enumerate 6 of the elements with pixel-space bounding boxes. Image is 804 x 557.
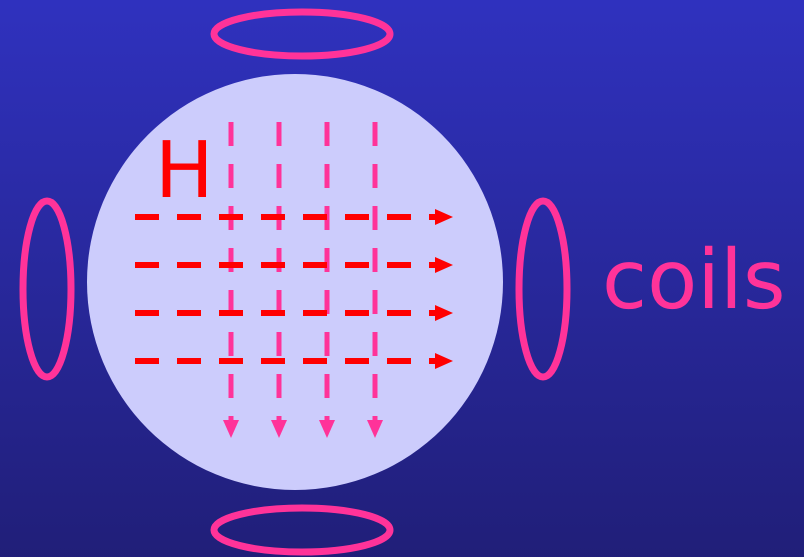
coil-loop [210,8,394,60]
coils-label: coils [602,240,786,322]
coil-loop [210,504,394,556]
coil-loop [516,198,570,380]
field-symbol: H [155,132,214,210]
coil-loop [20,198,74,380]
